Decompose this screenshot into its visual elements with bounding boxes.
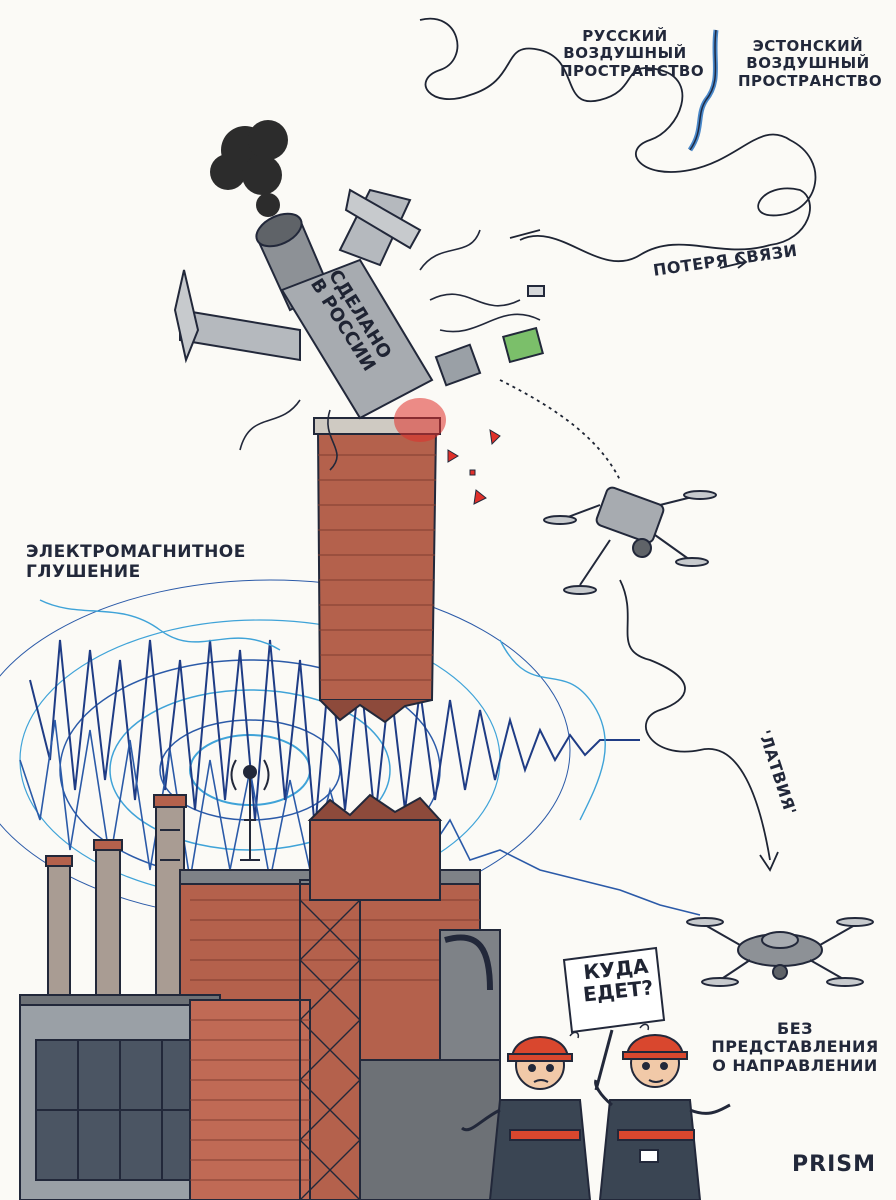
label-line: ПРОСТРАНСТВО — [738, 71, 883, 90]
label-estonian-airspace: ЭСТОНСКИЙ ВОЗДУШНЫЙ ПРОСТРАНСТВО — [738, 37, 883, 90]
jammer-antenna — [230, 759, 270, 861]
label-line: ГЛУШЕНИЕ — [26, 561, 141, 582]
small-smokestacks — [45, 794, 187, 1016]
drone-flight-path — [419, 17, 817, 872]
label-line: ПРОСТРАНСТВО — [560, 61, 705, 80]
crashed-drone — [173, 120, 545, 505]
label-line: ЭЛЕКТРОМАГНИТНОЕ — [26, 542, 246, 562]
lost-drone — [686, 917, 874, 987]
label-line: ВОЗДУШНЫЙ — [746, 54, 870, 73]
main-smokestack — [313, 398, 446, 724]
label-russian-airspace: РУССКИЙ ВОЗДУШНЫЙ ПРОСТРАНСТВО — [560, 27, 705, 80]
protest-sign — [562, 946, 666, 1091]
airspace-border — [687, 29, 719, 152]
jamming-waves — [0, 579, 701, 921]
worker-left — [461, 1036, 592, 1200]
label-line: БЕЗ ПРЕДСТАВЛЕНИЯ — [711, 1019, 879, 1057]
label-line: ВОЗДУШНЫЙ — [563, 44, 687, 63]
label-line: О НАПРАВЛЕНИИ — [712, 1055, 878, 1075]
label-em-jamming: ЭЛЕКТРОМАГНИТНОЕ ГЛУШЕНИЕ — [26, 542, 246, 582]
artist-signature: PRISM — [792, 1152, 876, 1177]
falling-drone — [543, 486, 717, 595]
label-line: РУССКИЙ — [582, 27, 668, 45]
confusion-marks — [569, 1023, 650, 1039]
sign-text: КУДА ЕДЕТ? — [572, 954, 662, 1007]
label-no-direction: БЕЗ ПРЕДСТАВЛЕНИЯ О НАПРАВЛЕНИИ — [700, 1019, 890, 1075]
worker-right — [594, 1034, 731, 1200]
smoke-cloud — [210, 120, 288, 217]
factory — [19, 793, 501, 1200]
label-line: ЭСТОНСКИЙ — [752, 37, 864, 55]
